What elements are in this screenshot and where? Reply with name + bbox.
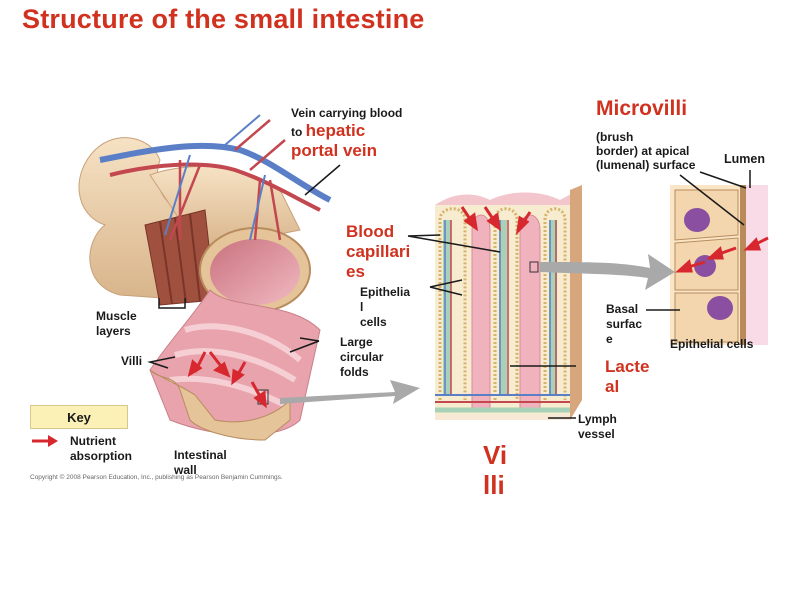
large-circular-folds-label: Large circular folds	[340, 335, 384, 379]
vein-label-line3: portal vein	[291, 141, 377, 160]
intestine-illustration	[78, 114, 332, 441]
lumen-label: Lumen	[724, 152, 765, 166]
key-arrow-icon	[32, 435, 58, 447]
key-box: Key	[30, 405, 128, 429]
key-item-label: Nutrient absorption	[70, 434, 132, 463]
vein-label: Vein carrying blood to hepatic portal ve…	[291, 106, 402, 161]
muscle-layers-label: Muscle layers	[96, 309, 137, 338]
epithelial-cells-label: Epithelia l cells	[360, 285, 411, 329]
basal-surface-label: Basal surfac e	[606, 302, 643, 346]
epithelial-panel-illustration	[670, 185, 768, 345]
lymph-vessel-label: Lymph vessel	[578, 412, 617, 441]
vein-label-line1: Vein carrying blood	[291, 106, 403, 120]
page-title: Structure of the small intestine	[22, 4, 425, 34]
copyright-text: Copyright © 2008 Pearson Education, Inc.…	[30, 474, 283, 481]
villi-block-illustration	[435, 185, 582, 420]
microvilli-label: Microvilli	[596, 97, 688, 120]
blood-capillaries-label: Blood capillari es	[346, 222, 411, 281]
leader-lines	[147, 164, 751, 419]
microvilli-description: (brush border) at apical (lumenal) surfa…	[596, 130, 696, 172]
villi-big-label: Vi lli	[483, 440, 508, 500]
nutrient-arrows	[187, 206, 769, 409]
villi-small-label: Villi	[121, 354, 143, 368]
lacteal-label: Lacte al	[605, 357, 650, 396]
intestinal-wall-label: Intestinal wall	[174, 448, 227, 477]
epithelial-cells-panel-label: Epithelial cells	[670, 337, 754, 351]
vein-label-line2: to hepatic	[291, 121, 366, 140]
pointer-arrow-1	[280, 380, 420, 404]
pointer-arrow-2	[540, 254, 675, 290]
